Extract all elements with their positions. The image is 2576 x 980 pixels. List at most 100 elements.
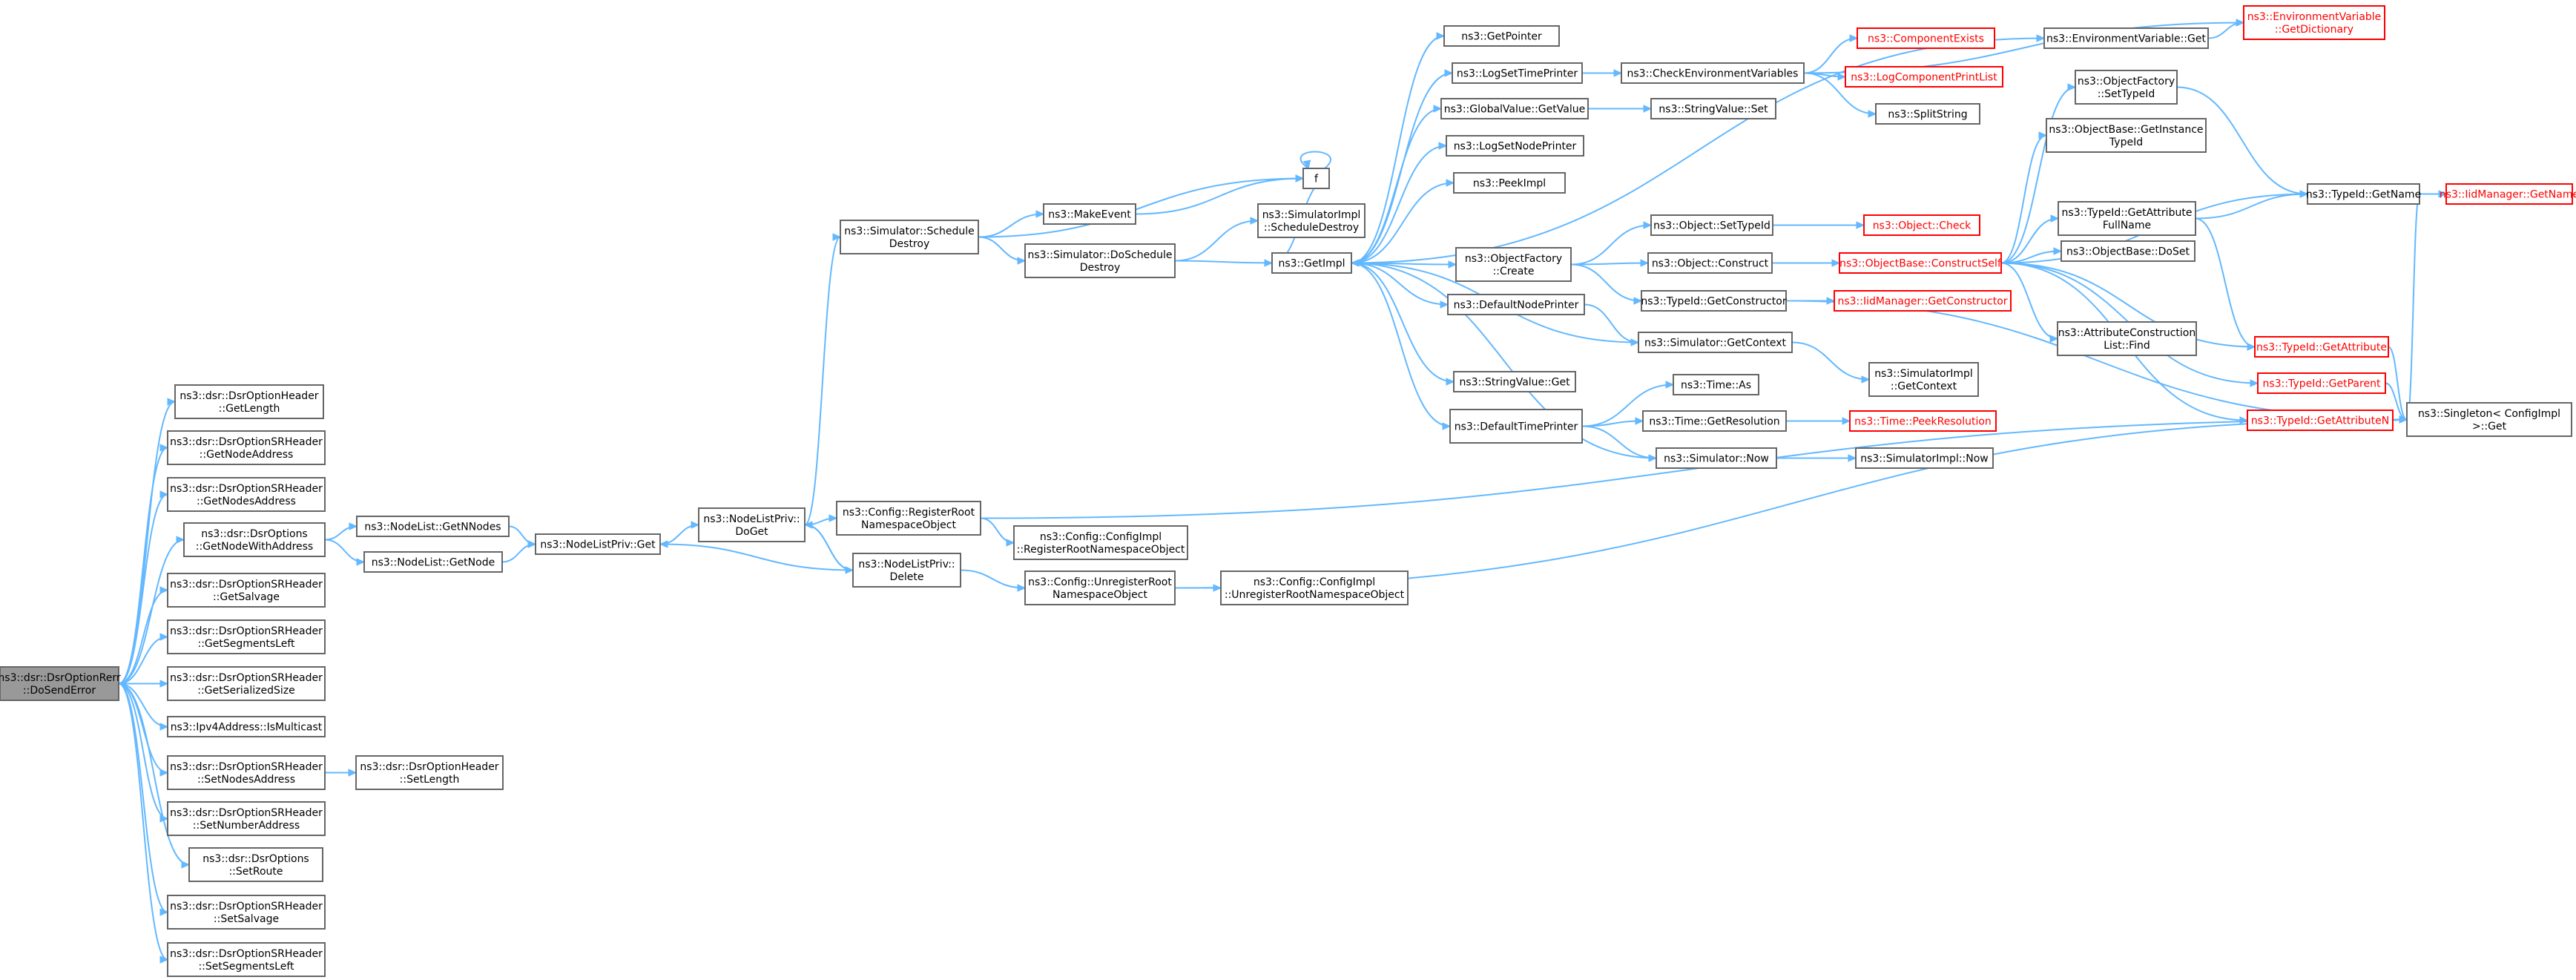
edge-getimpl-to-defaultnodeprinter <box>1351 262 1449 309</box>
node-simimpl-now[interactable]: ns3::SimulatorImpl::Now <box>1855 447 1994 469</box>
node-stringvalue-set[interactable]: ns3::StringValue::Set <box>1650 98 1776 119</box>
node-setnumberaddress[interactable]: ns3::dsr::DsrOptionSRHeader::SetNumberAd… <box>167 801 326 836</box>
node-label-line: ns3::StringValue::Get <box>1459 377 1570 389</box>
node-getimpl[interactable]: ns3::GetImpl <box>1271 252 1352 274</box>
node-typeid-getattributen[interactable]: ns3::TypeId::GetAttributeN <box>2247 410 2394 431</box>
edge-typeid_getattributen-to-singleton_get <box>2392 415 2408 424</box>
node-time-peekresolution[interactable]: ns3::Time::PeekResolution <box>1849 410 1997 432</box>
node-simimpl-scheduledestroy[interactable]: ns3::SimulatorImpl::ScheduleDestroy <box>1257 203 1366 238</box>
node-setnodesaddress[interactable]: ns3::dsr::DsrOptionSRHeader::SetNodesAdd… <box>167 755 326 790</box>
node-box <box>1453 371 1576 392</box>
node-box <box>2057 321 2197 356</box>
node-envvar-get[interactable]: ns3::EnvironmentVariable::Get <box>2043 27 2209 49</box>
node-label-line: ::GetNodeWithAddress <box>196 541 313 553</box>
node-ismulticast[interactable]: ns3::Ipv4Address::IsMulticast <box>167 716 326 737</box>
node-objectfactory-create[interactable]: ns3::ObjectFactory::Create <box>1455 247 1572 282</box>
node-getlength[interactable]: ns3::dsr::DsrOptionHeader::GetLength <box>174 384 324 419</box>
node-getpointer[interactable]: ns3::GetPointer <box>1443 25 1560 47</box>
node-setsalvage[interactable]: ns3::dsr::DsrOptionSRHeader::SetSalvage <box>167 895 326 930</box>
node-time-as[interactable]: ns3::Time::As <box>1673 374 1759 395</box>
node-simimpl-getcontext[interactable]: ns3::SimulatorImpl::GetContext <box>1868 362 1979 397</box>
node-getnode[interactable]: ns3::NodeList::GetNode <box>363 551 503 573</box>
node-logcomponentprintlist[interactable]: ns3::LogComponentPrintList <box>1845 66 2003 88</box>
node-label-line: FullName <box>2103 220 2151 231</box>
node-envvar-getdictionary[interactable]: ns3::EnvironmentVariable::GetDictionary <box>2243 5 2385 40</box>
node-iidmanager-getname[interactable]: ns3::IidManager::GetName <box>2440 183 2576 205</box>
node-defaultnodeprinter[interactable]: ns3::DefaultNodePrinter <box>1447 294 1585 315</box>
node-componentexists[interactable]: ns3::ComponentExists <box>1857 27 1995 49</box>
node-box <box>535 533 661 555</box>
node-typeid-getname[interactable]: ns3::TypeId::GetName <box>2306 183 2421 205</box>
node-objectfactory-settypeid[interactable]: ns3::ObjectFactory::SetTypeId <box>2075 70 2178 105</box>
node-splitstring[interactable]: ns3::SplitString <box>1875 103 1980 125</box>
node-registerroot[interactable]: ns3::Config::RegisterRootNamespaceObject <box>836 501 981 536</box>
node-defaulttimeprinter[interactable]: ns3::DefaultTimePrinter <box>1449 409 1583 444</box>
node-nlp-doget[interactable]: ns3::NodeListPriv::DoGet <box>698 507 806 542</box>
node-objectbase-constructself[interactable]: ns3::ObjectBase::ConstructSelf <box>1839 252 2002 274</box>
node-getsegmentsleft[interactable]: ns3::dsr::DsrOptionSRHeader::GetSegments… <box>167 619 326 654</box>
node-object-settypeid[interactable]: ns3::Object::SetTypeId <box>1650 214 1773 236</box>
node-typeid-getattribute[interactable]: ns3::TypeId::GetAttribute <box>2254 336 2389 358</box>
node-object-construct[interactable]: ns3::Object::Construct <box>1647 252 1773 274</box>
node-label-line: ns3::DefaultTimePrinter <box>1455 421 1578 433</box>
node-time-getresolution[interactable]: ns3::Time::GetResolution <box>1642 410 1787 432</box>
node-simulator-getcontext[interactable]: ns3::Simulator::GetContext <box>1638 332 1793 353</box>
node-ci-unregister[interactable]: ns3::Config::ConfigImpl::UnregisterRootN… <box>1220 570 1409 605</box>
node-getnnodes[interactable]: ns3::NodeList::GetNNodes <box>356 516 510 537</box>
edge-checkenvvars-to-splitstring <box>1803 72 1877 118</box>
node-typeid-getconstructor[interactable]: ns3::TypeId::GetConstructor <box>1641 290 1787 312</box>
node-hdr-setlength[interactable]: ns3::dsr::DsrOptionHeader::SetLength <box>355 755 504 790</box>
node-label-line: ns3::TypeId::GetAttributeN <box>2251 415 2389 427</box>
node-root[interactable]: ns3::dsr::DsrOptionRerr::DoSendError <box>0 666 121 701</box>
node-nlp-get[interactable]: ns3::NodeListPriv::Get <box>535 533 661 555</box>
node-f[interactable]: f <box>1302 168 1330 189</box>
node-stringvalue-get[interactable]: ns3::StringValue::Get <box>1453 371 1576 392</box>
node-getnodewithaddress[interactable]: ns3::dsr::DsrOptions::GetNodeWithAddress <box>183 522 326 557</box>
node-label-line: ns3::NodeList::GetNode <box>372 557 495 569</box>
node-setroute[interactable]: ns3::dsr::DsrOptions::SetRoute <box>188 847 323 882</box>
node-getnodeaddress[interactable]: ns3::dsr::DsrOptionSRHeader::GetNodeAddr… <box>167 430 326 465</box>
node-label-line: ::SetLength <box>400 774 460 786</box>
node-unregisterroot[interactable]: ns3::Config::UnregisterRootNamespaceObje… <box>1024 570 1176 605</box>
node-label-line: ::SetNumberAddress <box>193 820 300 832</box>
node-peekimpl[interactable]: ns3::PeekImpl <box>1453 172 1566 194</box>
node-label-line: ns3::Object::Construct <box>1652 258 1769 270</box>
node-logsettimeprinter[interactable]: ns3::LogSetTimePrinter <box>1452 62 1583 84</box>
node-makeevent[interactable]: ns3::MakeEvent <box>1043 203 1136 225</box>
node-typeid-getparent[interactable]: ns3::TypeId::GetParent <box>2257 372 2386 394</box>
edge-defaulttimeprinter-to-time_as <box>1581 381 1675 427</box>
node-label-line: DoGet <box>735 526 768 538</box>
node-nlp-delete[interactable]: ns3::NodeListPriv::Delete <box>852 553 961 588</box>
node-ci-register[interactable]: ns3::Config::ConfigImpl::RegisterRootNam… <box>1013 525 1188 560</box>
node-label-line: ns3::TypeId::GetConstructor <box>1641 296 1786 308</box>
edge-nlp_delete-to-nlp_get <box>659 540 854 571</box>
node-label-line: ::ScheduleDestroy <box>1264 222 1359 234</box>
node-box <box>167 619 326 654</box>
node-box <box>836 501 981 536</box>
edge-objectbase_constructself-to-attrconstructionlist_find <box>2000 262 2059 343</box>
node-schedule-destroy[interactable]: ns3::Simulator::ScheduleDestroy <box>840 220 979 254</box>
node-globalvalue-getvalue[interactable]: ns3::GlobalValue::GetValue <box>1440 98 1589 119</box>
node-logsetnodeprinter[interactable]: ns3::LogSetNodePrinter <box>1446 135 1584 157</box>
edge-root-to-setsalvage <box>118 683 169 916</box>
node-simulator-now[interactable]: ns3::Simulator::Now <box>1656 447 1777 469</box>
node-getsalvage[interactable]: ns3::dsr::DsrOptionSRHeader::GetSalvage <box>167 573 326 608</box>
node-box <box>1834 290 2012 312</box>
node-singleton-get[interactable]: ns3::Singleton< ConfigImpl >::Get <box>2406 402 2572 437</box>
node-label-line: ns3::dsr::DsrOptions <box>201 528 307 540</box>
node-getnodesaddress[interactable]: ns3::dsr::DsrOptionSRHeader::GetNodesAdd… <box>167 477 326 512</box>
node-object-check[interactable]: ns3::Object::Check <box>1863 214 1980 236</box>
node-getserializedsize[interactable]: ns3::dsr::DsrOptionSRHeader::GetSerializ… <box>167 666 326 701</box>
node-label-line: ns3::TypeId::GetName <box>2306 189 2421 201</box>
node-objectbase-doset[interactable]: ns3::ObjectBase::DoSet <box>2061 240 2195 262</box>
node-box <box>2043 27 2209 49</box>
node-iidmanager-getconstructor[interactable]: ns3::IidManager::GetConstructor <box>1834 290 2012 312</box>
node-checkenvvars[interactable]: ns3::CheckEnvironmentVariables <box>1621 62 1805 84</box>
node-setsegmentsleft[interactable]: ns3::dsr::DsrOptionSRHeader::SetSegments… <box>167 942 326 977</box>
edge-do_schedule_destroy-to-simimpl_scheduledestroy <box>1174 217 1259 262</box>
node-box <box>2406 402 2572 437</box>
